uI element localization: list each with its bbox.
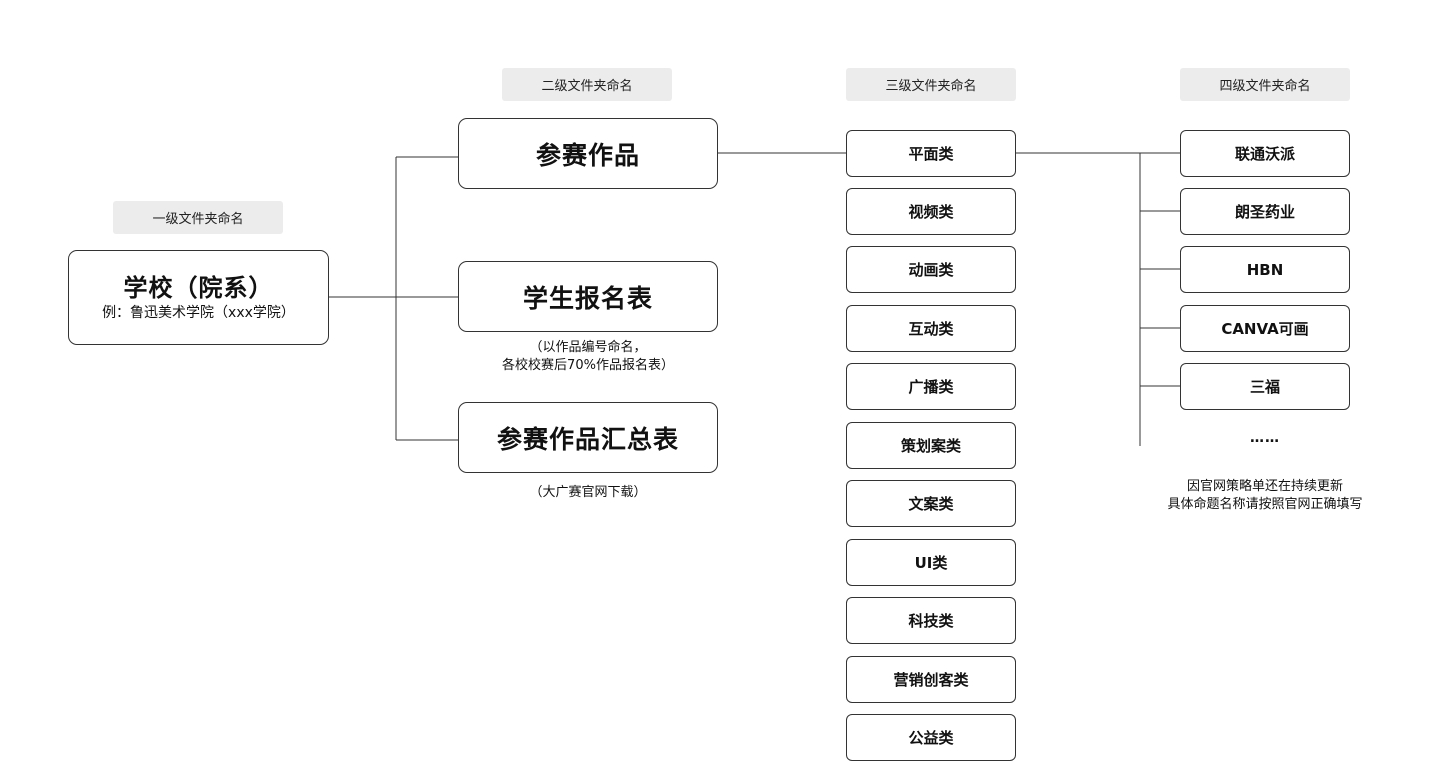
level3-item-8: UI类 <box>846 539 1016 586</box>
level2-item-label: 学生报名表 <box>522 283 653 313</box>
level1-header: 一级文件夹命名 <box>113 201 283 234</box>
level4-item-label: 联通沃派 <box>1234 145 1295 163</box>
level2-item-label: 参赛作品汇总表 <box>496 424 679 454</box>
level2-item-1: 参赛作品 <box>458 118 718 189</box>
note-line: （以作品编号命名， <box>529 340 647 355</box>
level3-item-label: 视频类 <box>908 203 954 221</box>
level3-item-label: 策划案类 <box>900 437 961 455</box>
level4-note: 因官网策略单还在持续更新 具体命题名称请按照官网正确填写 <box>1120 478 1410 514</box>
level2-item-2-note: （以作品编号命名， 各校校赛后70%作品报名表） <box>458 339 718 375</box>
level4-item-4: CANVA可画 <box>1180 305 1350 352</box>
root-folder-box: 学校（院系） 例：鲁迅美术学院（xxx学院） <box>68 250 329 345</box>
level3-item-label: 平面类 <box>908 145 954 163</box>
level3-item-1: 平面类 <box>846 130 1016 177</box>
level2-item-3: 参赛作品汇总表 <box>458 402 718 473</box>
level4-item-2: 朗圣药业 <box>1180 188 1350 235</box>
level4-header: 四级文件夹命名 <box>1180 68 1350 101</box>
level4-item-label: HBN <box>1246 260 1284 279</box>
level4-item-label: CANVA可画 <box>1221 320 1309 338</box>
level4-more-ellipsis: …… <box>1250 430 1280 446</box>
level2-item-label: 参赛作品 <box>535 140 640 170</box>
level3-item-label: 营销创客类 <box>893 671 969 689</box>
level3-item-label: UI类 <box>914 554 948 572</box>
level3-item-2: 视频类 <box>846 188 1016 235</box>
level2-item-2: 学生报名表 <box>458 261 718 332</box>
level3-item-9: 科技类 <box>846 597 1016 644</box>
note-line: （大广赛官网下载） <box>529 485 647 500</box>
note-line: 具体命题名称请按照官网正确填写 <box>1167 497 1363 512</box>
root-folder-example: 例：鲁迅美术学院（xxx学院） <box>102 304 295 321</box>
level4-item-1: 联通沃派 <box>1180 130 1350 177</box>
level4-item-3: HBN <box>1180 246 1350 293</box>
level2-item-3-note: （大广赛官网下载） <box>458 484 718 502</box>
level3-item-label: 公益类 <box>908 729 954 747</box>
note-line: 因官网策略单还在持续更新 <box>1186 479 1343 494</box>
level3-item-label: 科技类 <box>908 612 954 630</box>
level3-item-5: 广播类 <box>846 363 1016 410</box>
level3-item-3: 动画类 <box>846 246 1016 293</box>
level2-header: 二级文件夹命名 <box>502 68 672 101</box>
level3-item-7: 文案类 <box>846 480 1016 527</box>
level3-item-10: 营销创客类 <box>846 656 1016 703</box>
level3-item-label: 文案类 <box>908 495 954 513</box>
level3-header: 三级文件夹命名 <box>846 68 1016 101</box>
level3-item-label: 互动类 <box>908 320 954 338</box>
level4-item-label: 朗圣药业 <box>1234 203 1295 221</box>
level3-item-4: 互动类 <box>846 305 1016 352</box>
level4-item-label: 三福 <box>1249 378 1280 396</box>
level3-item-6: 策划案类 <box>846 422 1016 469</box>
level4-item-5: 三福 <box>1180 363 1350 410</box>
level3-item-label: 动画类 <box>908 261 954 279</box>
root-folder-label: 学校（院系） <box>123 273 274 302</box>
level3-item-label: 广播类 <box>908 378 954 396</box>
level3-item-11: 公益类 <box>846 714 1016 761</box>
note-line: 各校校赛后70%作品报名表） <box>502 358 674 373</box>
